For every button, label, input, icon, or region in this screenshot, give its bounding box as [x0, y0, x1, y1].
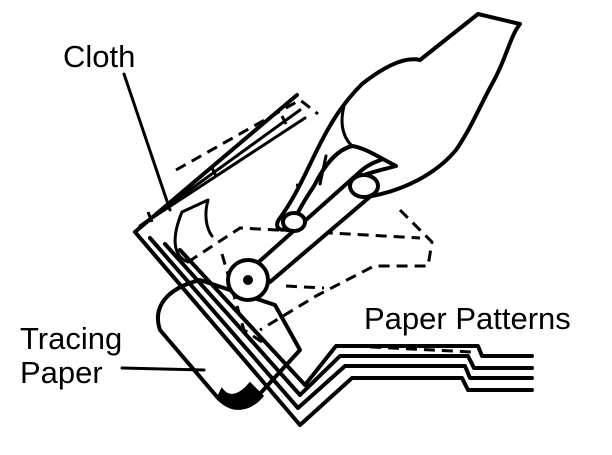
cloth-layers: [133, 93, 534, 427]
tracing-paper-label: Tracing Paper: [20, 322, 122, 390]
tracing-paper-label-line1: Tracing: [20, 321, 123, 356]
hand: [275, 12, 522, 233]
tracing-paper-leader-line: [120, 366, 206, 372]
tracing-paper-label-line2: Paper: [20, 355, 103, 390]
tracing-paper-carbon-edge: [216, 381, 265, 410]
wheel-axle: [243, 275, 253, 285]
cloth-leader-line: [122, 72, 172, 212]
paper-patterns-label: Paper Patterns: [364, 301, 571, 336]
cloth-label: Cloth: [63, 39, 136, 74]
cloth-notch-marks: [146, 115, 288, 223]
